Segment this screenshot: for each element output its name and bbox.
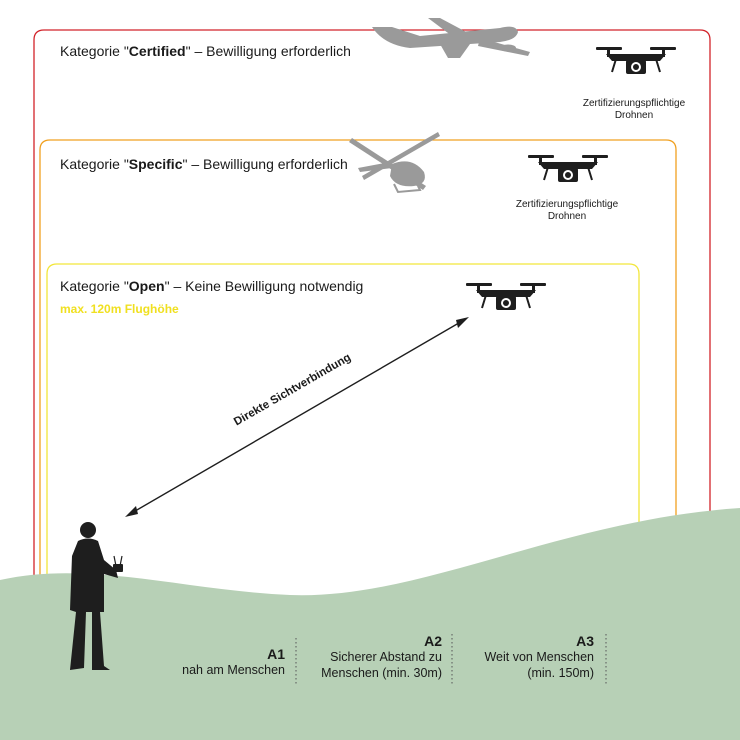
subcategory-a2-desc-1: Sicherer Abstand zu [330, 650, 442, 664]
subcategory-a1-code: A1 [267, 646, 285, 662]
subcategory-a3: A3 Weit von Menschen (min. 150m) [484, 633, 594, 681]
pilot-silhouette [70, 522, 123, 670]
subcategory-a1-desc: nah am Menschen [182, 663, 285, 677]
specific-boundary [39, 139, 677, 740]
line-of-sight-arrow [125, 317, 469, 517]
specific-title: Kategorie "Specific" – Bewilligung erfor… [60, 156, 348, 172]
subcategory-a2: A2 Sicherer Abstand zu Menschen (min. 30… [321, 633, 442, 681]
airplane-icon [372, 18, 530, 58]
certified-drone-label: Zertifizierungspflichtige Drohnen [582, 98, 686, 121]
specific-drone-label: Zertifizierungspflichtige Drohnen [515, 199, 619, 222]
drone-specific-icon [527, 154, 609, 183]
ground-hill [0, 508, 740, 740]
subcategory-a3-desc-2: (min. 150m) [527, 666, 594, 680]
altitude-note: max. 120m Flughöhe [60, 302, 179, 316]
open-boundary [46, 263, 640, 740]
certified-title: Kategorie "Certified" – Bewilligung erfo… [60, 43, 351, 59]
subcategory-a2-desc-2: Menschen (min. 30m) [321, 666, 442, 680]
drone-open-icon [465, 282, 547, 311]
helicopter-icon [349, 132, 440, 194]
subcategory-a2-code: A2 [424, 633, 442, 649]
certified-boundary [33, 29, 711, 740]
subcategory-a1: A1 nah am Menschen [182, 646, 285, 678]
subcategory-a3-desc-1: Weit von Menschen [484, 650, 594, 664]
open-title: Kategorie "Open" – Keine Bewilligung not… [60, 278, 364, 294]
drone-certified-icon [595, 46, 677, 75]
subcategory-a3-code: A3 [576, 633, 594, 649]
